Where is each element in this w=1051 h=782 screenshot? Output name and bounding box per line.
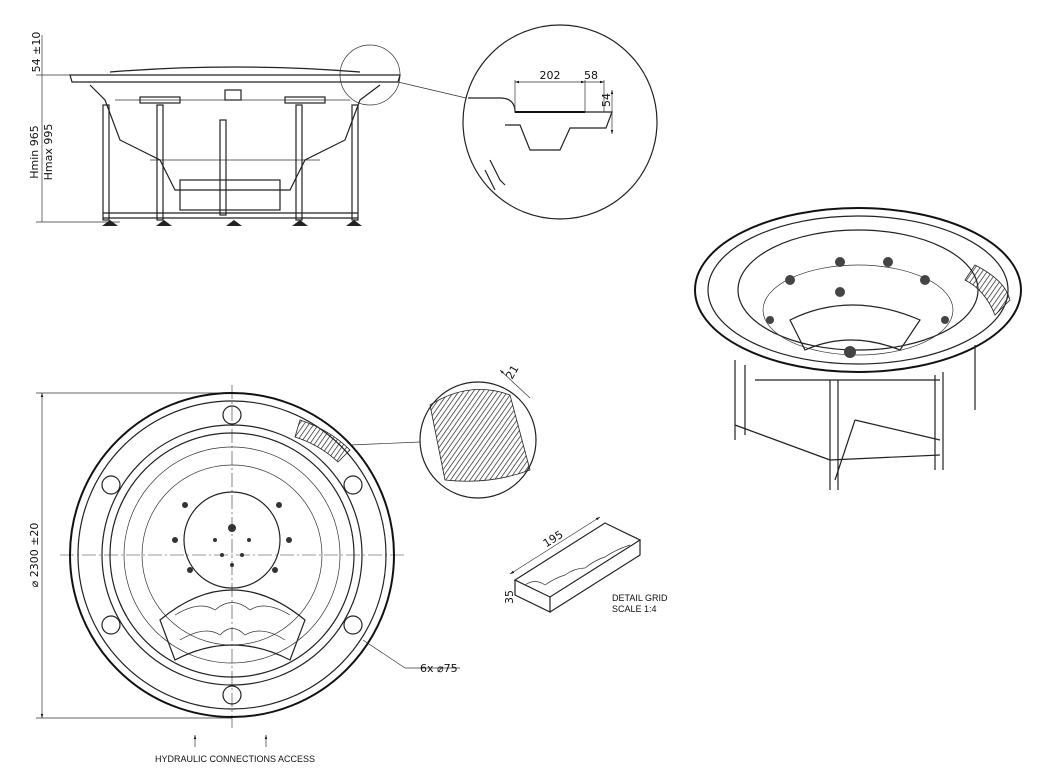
rim-ring <box>101 424 363 686</box>
lounger-waves <box>174 602 291 641</box>
grid-detail-title: DETAIL GRID <box>612 593 668 603</box>
outer-rim <box>69 392 395 718</box>
tub-shell <box>89 84 381 191</box>
rim-height-label: 54 ±10 <box>30 32 43 73</box>
tub-edge <box>109 432 355 678</box>
iso-jets <box>766 257 949 358</box>
isometric-view <box>694 207 1022 490</box>
hmax-label: Hmax 995 <box>42 124 55 181</box>
iso-footwell <box>789 304 921 351</box>
leveling-feet <box>102 220 362 226</box>
grid-detail-scale: SCALE 1:4 <box>612 604 657 614</box>
iso-grid <box>964 264 1011 316</box>
rim-detail: 202 58 54 <box>462 24 658 220</box>
cover-top <box>109 66 361 73</box>
mounting-holes <box>101 405 363 705</box>
dim-35: 35 <box>503 590 516 604</box>
rim <box>69 74 401 83</box>
support-frame <box>102 89 359 221</box>
grid-block-sides <box>514 540 641 613</box>
rim-ring <box>77 400 387 710</box>
grid-block-top <box>513 522 642 598</box>
tub-lines <box>115 99 350 161</box>
detail-callout-circle <box>339 44 401 106</box>
side-view: 54 ±10 Hmin 965 Hmax 995 <box>28 32 467 226</box>
grid-area <box>294 419 351 463</box>
iso-outer-rim <box>694 207 1022 373</box>
iso-rim-ring <box>707 215 1009 365</box>
detail-leader <box>397 81 467 99</box>
rim-detail-circle <box>462 24 658 220</box>
grid-detail: 21 <box>349 363 537 499</box>
dim-202: 202 <box>540 69 561 82</box>
dim-54: 54 <box>600 93 613 107</box>
iso-tub-edge <box>737 229 979 351</box>
iso-frame <box>734 345 976 490</box>
jets <box>172 502 292 573</box>
dim-58: 58 <box>584 69 598 82</box>
diameter-label: ⌀ 2300 ±20 <box>28 523 41 588</box>
top-view: ⌀ 2300 ±20 6x ⌀75 HYDRAULIC CONNECTIONS … <box>28 385 460 764</box>
grid-detail-hatch <box>429 389 531 482</box>
holes-leader <box>362 639 406 669</box>
holes-label: 6x ⌀75 <box>420 662 458 675</box>
iso-seat-ring <box>762 264 954 356</box>
rim-bracket <box>484 159 506 191</box>
hmin-label: Hmin 965 <box>28 125 41 179</box>
rim-profile <box>468 97 613 151</box>
grid-block: 195 35 DETAIL GRID SCALE 1:4 <box>503 516 668 614</box>
grid-detail-leader <box>349 441 421 446</box>
footwell <box>183 491 281 589</box>
seat-ring <box>123 446 341 664</box>
grid-detail-circle <box>419 381 537 499</box>
lounger-seat <box>159 589 306 661</box>
dim-21: 21 <box>503 363 521 382</box>
dim-21-line <box>499 369 531 399</box>
dim-195-line <box>509 516 601 575</box>
hydraulic-note: HYDRAULIC CONNECTIONS ACCESS <box>155 754 315 764</box>
